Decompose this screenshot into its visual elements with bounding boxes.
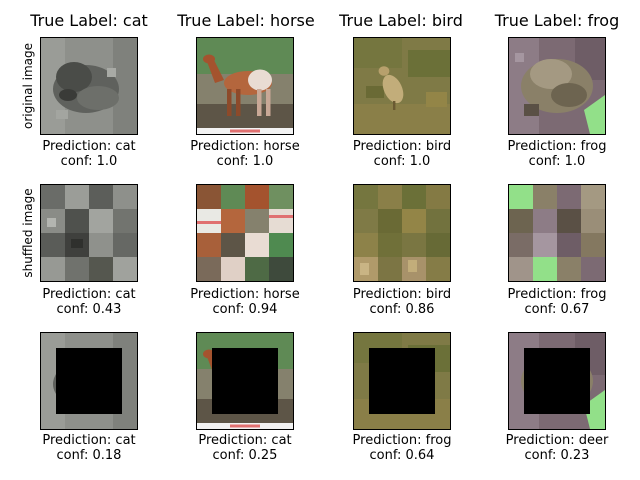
confidence-label: conf: 0.23 xyxy=(524,448,590,463)
confidence-label: conf: 0.25 xyxy=(212,448,278,463)
caption-bird-occluded: Prediction: frog conf: 0.64 xyxy=(322,433,482,463)
column-title-horse: True Label: horse xyxy=(177,11,315,30)
prediction-label: Prediction: frog xyxy=(507,287,607,302)
confidence-label: conf: 1.0 xyxy=(528,154,586,169)
prediction-label: Prediction: cat xyxy=(42,287,136,302)
caption-frog-occluded: Prediction: deer conf: 0.23 xyxy=(477,433,637,463)
occlusion-mask xyxy=(369,348,435,414)
column-title-bird: True Label: bird xyxy=(339,11,463,30)
image-cat-original xyxy=(40,37,138,135)
row-label-shuffled: shuffled image xyxy=(21,188,35,278)
caption-cat-occluded: Prediction: cat conf: 0.18 xyxy=(9,433,169,463)
caption-horse-original: Prediction: horse conf: 1.0 xyxy=(165,139,325,169)
row-label-original: original image xyxy=(21,42,35,130)
confidence-label: conf: 0.94 xyxy=(212,302,278,317)
caption-frog-shuffled: Prediction: frog conf: 0.67 xyxy=(477,287,637,317)
prediction-label: Prediction: bird xyxy=(352,139,452,154)
prediction-label: Prediction: cat xyxy=(42,139,136,154)
image-horse-original xyxy=(196,37,294,135)
confidence-label: conf: 0.86 xyxy=(369,302,435,317)
caption-cat-shuffled: Prediction: cat conf: 0.43 xyxy=(9,287,169,317)
image-bird-shuffled xyxy=(353,184,451,282)
caption-horse-shuffled: Prediction: horse conf: 0.94 xyxy=(165,287,325,317)
prediction-label: Prediction: bird xyxy=(352,287,452,302)
confidence-label: conf: 1.0 xyxy=(373,154,431,169)
column-title-cat: True Label: cat xyxy=(30,11,148,30)
confidence-label: conf: 0.18 xyxy=(56,448,122,463)
confidence-label: conf: 1.0 xyxy=(216,154,274,169)
prediction-label: Prediction: cat xyxy=(42,433,136,448)
confidence-label: conf: 0.64 xyxy=(369,448,435,463)
prediction-label: Prediction: horse xyxy=(190,287,300,302)
confidence-label: conf: 1.0 xyxy=(60,154,118,169)
confidence-label: conf: 0.67 xyxy=(524,302,590,317)
image-frog-occluded xyxy=(508,332,606,430)
image-frog-original xyxy=(508,37,606,135)
confidence-label: conf: 0.43 xyxy=(56,302,122,317)
image-cat-occluded xyxy=(40,332,138,430)
prediction-label: Prediction: horse xyxy=(190,139,300,154)
occlusion-mask xyxy=(212,348,278,414)
image-cat-shuffled xyxy=(40,184,138,282)
prediction-label: Prediction: deer xyxy=(505,433,609,448)
occlusion-mask xyxy=(524,348,590,414)
column-title-frog: True Label: frog xyxy=(494,11,620,30)
prediction-label: Prediction: frog xyxy=(507,139,607,154)
image-frog-shuffled xyxy=(508,184,606,282)
caption-horse-occluded: Prediction: cat conf: 0.25 xyxy=(165,433,325,463)
prediction-label: Prediction: frog xyxy=(352,433,452,448)
image-bird-occluded xyxy=(353,332,451,430)
caption-bird-shuffled: Prediction: bird conf: 0.86 xyxy=(322,287,482,317)
image-bird-original xyxy=(353,37,451,135)
caption-bird-original: Prediction: bird conf: 1.0 xyxy=(322,139,482,169)
caption-cat-original: Prediction: cat conf: 1.0 xyxy=(9,139,169,169)
occlusion-mask xyxy=(56,348,122,414)
image-horse-shuffled xyxy=(196,184,294,282)
caption-frog-original: Prediction: frog conf: 1.0 xyxy=(477,139,637,169)
image-horse-occluded xyxy=(196,332,294,430)
prediction-label: Prediction: cat xyxy=(198,433,292,448)
